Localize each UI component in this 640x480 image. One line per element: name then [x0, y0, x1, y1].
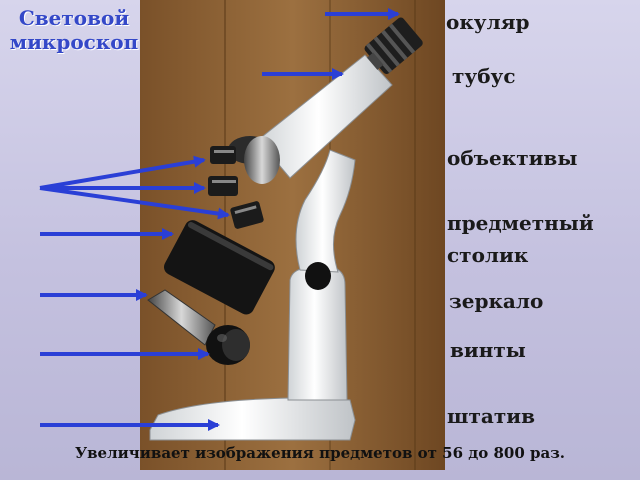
- label-screws: винты: [450, 338, 526, 362]
- objective-lens: [210, 146, 236, 164]
- fine-focus-knob: [305, 262, 331, 290]
- label-objectives: объективы: [447, 146, 578, 170]
- label-stage-line2: столик: [447, 243, 529, 267]
- stand-base: [149, 397, 356, 441]
- stand-arm: [295, 149, 356, 273]
- specimen-stage: [164, 220, 275, 315]
- objective-lens: [208, 176, 238, 196]
- slide-title: Световой микроскоп: [9, 6, 139, 54]
- label-stand: штатив: [447, 404, 535, 428]
- pointer-arrows: [39, 8, 400, 431]
- eyepiece: [364, 17, 423, 74]
- label-eyepiece: окуляр: [446, 10, 530, 34]
- mirror: [147, 289, 216, 346]
- caption: Увеличивает изображения предметов от 56 …: [74, 444, 566, 462]
- arrow-objective-1: [39, 155, 206, 190]
- label-tube: тубус: [452, 64, 516, 88]
- arrow-objective-3: [39, 186, 230, 220]
- label-stage-line1: предметный: [447, 211, 594, 235]
- label-mirror: зеркало: [449, 289, 544, 313]
- objective-lens: [230, 201, 264, 229]
